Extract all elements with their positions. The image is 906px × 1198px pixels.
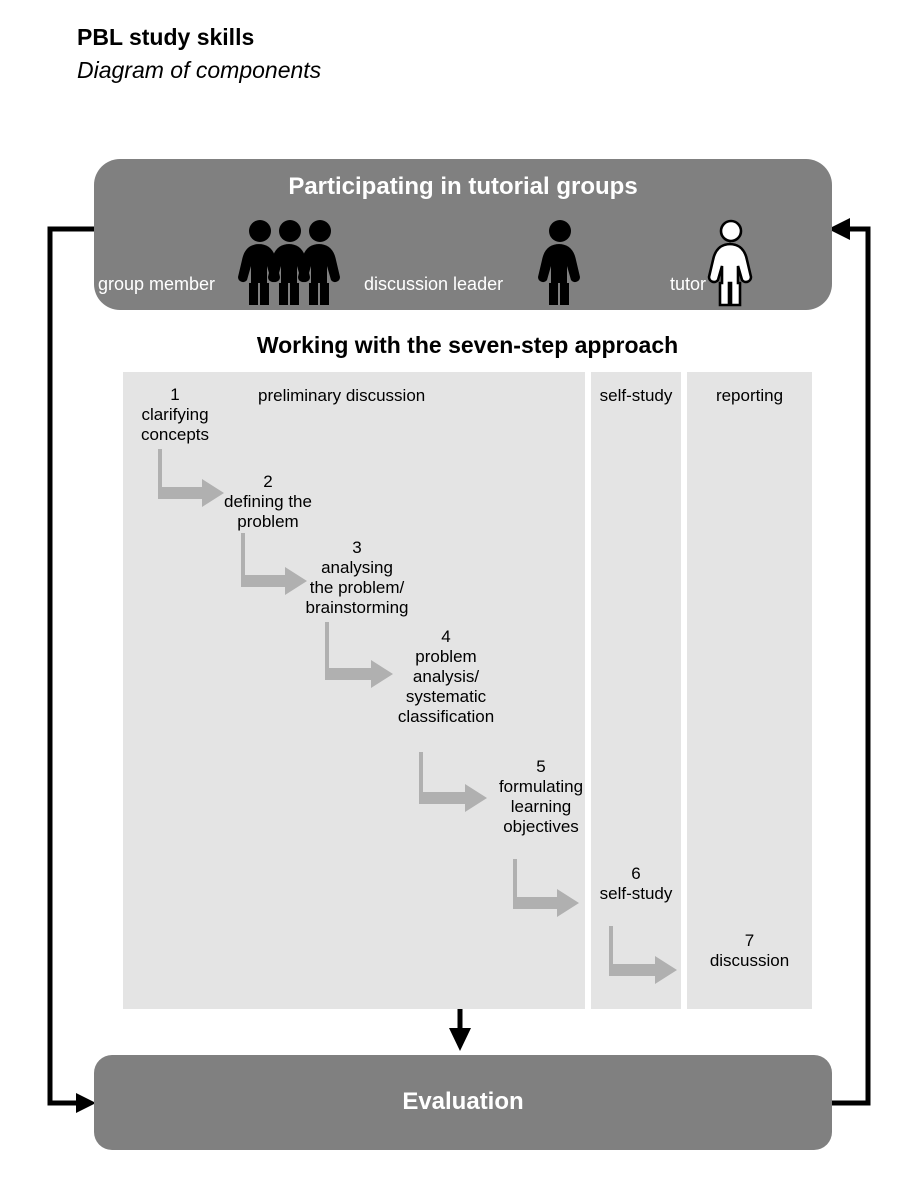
step-7: 7 discussion [687, 931, 812, 971]
step-arrow-6-to-7 [609, 926, 681, 993]
step-arrow-2-to-3 [241, 533, 311, 604]
step-arrow-4-to-5 [419, 752, 491, 821]
step-5-number: 5 [536, 757, 546, 776]
column-reporting: reporting [687, 372, 812, 1009]
role-label-discussion-leader: discussion leader [364, 274, 504, 294]
tutorial-groups-title: Participating in tutorial groups [288, 173, 638, 200]
person-outline-icon [706, 219, 756, 312]
step-1-number: 1 [170, 385, 180, 404]
column-self-study: self-study [591, 372, 681, 1009]
tutorial-groups-box: Participating in tutorial groups [94, 159, 832, 310]
step-7-number: 7 [744, 931, 755, 950]
step-4-number: 4 [441, 627, 451, 646]
evaluation-label: Evaluation [402, 1088, 524, 1115]
step-7-label: discussion [709, 951, 790, 970]
role-label-group-member: group member [98, 274, 216, 294]
step-6-number: 6 [631, 864, 641, 883]
step-6: 6 self-study [591, 864, 681, 904]
step-arrow-3-to-4 [325, 622, 397, 697]
page-subtitle: Diagram of components [77, 57, 322, 83]
three-people-icon [238, 219, 342, 312]
column-header-reporting: reporting [715, 386, 784, 405]
page-title: PBL study skills [77, 24, 255, 50]
step-2-number: 2 [263, 472, 273, 491]
role-label-tutor: tutor [670, 274, 707, 294]
column-header-self-study: self-study [599, 386, 673, 405]
step-arrow-1-to-2 [158, 449, 228, 516]
step-3-number: 3 [352, 538, 362, 557]
evaluation-box: Evaluation [94, 1055, 832, 1150]
step-6-label: self-study [599, 884, 673, 903]
person-filled-icon [535, 219, 585, 312]
step-arrow-5-to-6 [513, 859, 583, 926]
seven-step-title: Working with the seven-step approach [256, 332, 679, 358]
column-preliminary-discussion: preliminary discussion [123, 372, 585, 1009]
column-header-preliminary: preliminary discussion [258, 386, 426, 405]
